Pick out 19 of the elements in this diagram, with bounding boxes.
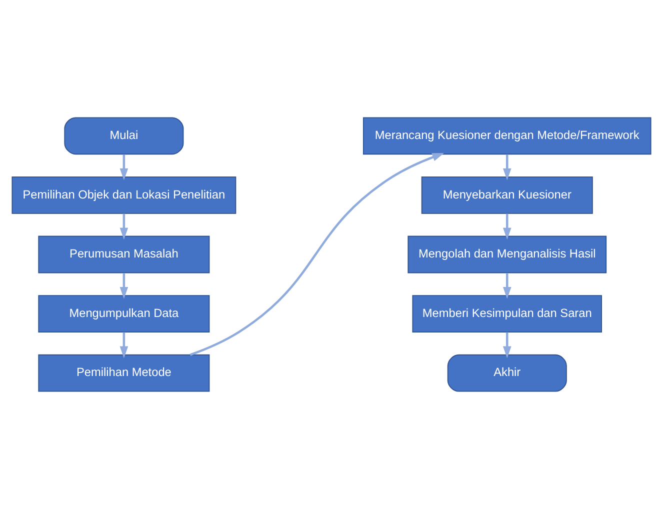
node-box: Menyebarkan Kuesioner — [421, 176, 593, 214]
arrow — [120, 154, 128, 180]
arrow — [190, 152, 444, 356]
arrow — [502, 154, 512, 180]
arrow — [502, 213, 512, 240]
node-box: Merancang Kuesioner dengan Metode/Framework — [362, 116, 652, 154]
node-box: Pemilihan Objek dan Lokasi Penelitian — [12, 176, 236, 214]
node-box: Memberi Kesimpulan dan Saran — [412, 294, 602, 332]
node-box: Perumusan Masalah — [38, 235, 210, 273]
node-box: Akhir — [447, 354, 567, 392]
node-box: Mulai — [64, 116, 184, 154]
node-box: Mengolah dan Menganalisis Hasil — [408, 235, 607, 273]
arrow — [502, 332, 512, 358]
node-box: Pemilihan Metode — [38, 354, 210, 392]
node-box: Mengumpulkan Data — [38, 294, 210, 332]
arrow — [120, 272, 128, 298]
arrow — [502, 272, 512, 298]
arrow — [120, 332, 128, 358]
arrow — [120, 213, 128, 240]
